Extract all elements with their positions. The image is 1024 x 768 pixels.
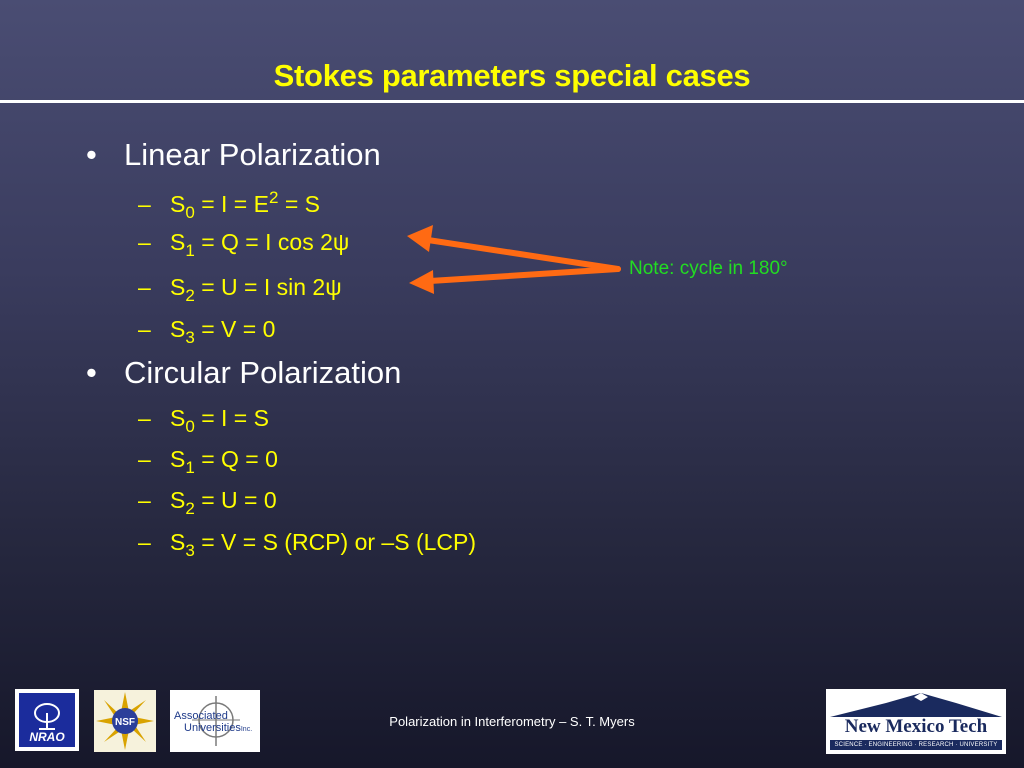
nsf-seal-icon: NSF xyxy=(96,692,154,750)
stokes-symbol: S xyxy=(170,405,186,431)
sub-item-s3-circular: –S3 = V = S (RCP) or –S (LCP) xyxy=(138,529,476,561)
dash-marker: – xyxy=(138,529,151,555)
stokes-index: 0 xyxy=(185,417,195,436)
sub-item-s1-circular: –S1 = Q = 0 xyxy=(138,446,278,478)
aui-logo-line1: Associated xyxy=(174,710,228,722)
sub-item-s3-linear: –S3 = V = 0 xyxy=(138,316,275,348)
equation-text: = I = S xyxy=(194,405,269,431)
stokes-symbol: S xyxy=(170,229,186,255)
nsf-logo-text: NSF xyxy=(115,717,135,728)
stokes-index: 1 xyxy=(185,458,195,477)
dash-marker: – xyxy=(138,229,151,255)
stokes-symbol: S xyxy=(170,529,186,555)
stokes-index: 3 xyxy=(185,328,195,347)
bullet-label: Linear Polarization xyxy=(124,137,381,172)
sub-item-s2-linear: –S2 = U = I sin 2ψ xyxy=(138,274,342,306)
crosshair-icon xyxy=(192,696,240,746)
footer-text: Polarization in Interferometry – S. T. M… xyxy=(389,714,635,729)
equation-text: = V = S (RCP) or –S (LCP) xyxy=(194,529,477,555)
equation-text: = I = E xyxy=(194,191,269,217)
nrao-logo-text: NRAO xyxy=(29,730,65,744)
stokes-symbol: S xyxy=(170,274,186,300)
slide-title: Stokes parameters special cases xyxy=(273,58,751,93)
arrow-to-s1 xyxy=(407,225,621,272)
aui-logo-name: Universities xyxy=(184,722,241,734)
bullet-label: Circular Polarization xyxy=(124,355,402,390)
stokes-symbol: S xyxy=(170,316,186,342)
nsf-logo: NSF xyxy=(94,690,156,752)
stokes-index: 3 xyxy=(185,541,195,560)
dash-marker: – xyxy=(138,446,151,472)
stokes-index: 0 xyxy=(185,203,195,222)
stokes-symbol: S xyxy=(170,487,186,513)
arrow-to-s2 xyxy=(409,266,621,294)
new-mexico-tech-logo: New Mexico Tech SCIENCE · ENGINEERING · … xyxy=(826,689,1006,754)
sub-item-s0-linear: –S0 = I = E2 = S xyxy=(138,188,320,223)
bullet-circular-polarization: • Circular Polarization xyxy=(86,355,401,391)
dash-marker: – xyxy=(138,274,151,300)
annotation-note: Note: cycle in 180° xyxy=(629,258,788,279)
exponent: 2 xyxy=(268,188,279,207)
dash-marker: – xyxy=(138,487,151,513)
stokes-symbol: S xyxy=(170,191,186,217)
stokes-index: 2 xyxy=(185,499,195,518)
title-divider xyxy=(0,100,1024,103)
bullet-marker: • xyxy=(86,137,97,172)
nrao-logo: NRAO xyxy=(15,689,79,751)
aui-logo-line2: UniversitiesInc. xyxy=(184,722,252,734)
dash-marker: – xyxy=(138,191,151,217)
aui-logo: Associated UniversitiesInc. xyxy=(170,690,260,752)
nmt-logo-name: New Mexico Tech xyxy=(844,716,988,737)
dash-marker: – xyxy=(138,405,151,431)
equation-text: = Q = 0 xyxy=(194,446,278,472)
bullet-marker: • xyxy=(86,355,97,390)
stokes-symbol: S xyxy=(170,446,186,472)
mountain-icon xyxy=(830,693,1002,717)
sub-item-s1-linear: –S1 = Q = I cos 2ψ xyxy=(138,229,349,261)
equation-text: = Q = I cos 2ψ xyxy=(194,229,350,255)
equation-text: = V = 0 xyxy=(194,316,276,342)
bullet-linear-polarization: • Linear Polarization xyxy=(86,137,381,173)
aui-logo-inc: Inc. xyxy=(240,726,253,733)
nmt-logo-tagline: SCIENCE · ENGINEERING · RESEARCH · UNIVE… xyxy=(830,740,1002,750)
sub-item-s2-circular: –S2 = U = 0 xyxy=(138,487,277,519)
stokes-index: 2 xyxy=(185,286,195,305)
equation-text-end: = S xyxy=(278,191,320,217)
radio-telescope-icon xyxy=(34,703,60,730)
dash-marker: – xyxy=(138,316,151,342)
stokes-index: 1 xyxy=(185,241,195,260)
equation-text: = U = I sin 2ψ xyxy=(194,274,342,300)
sub-item-s0-circular: –S0 = I = S xyxy=(138,405,269,437)
equation-text: = U = 0 xyxy=(194,487,277,513)
